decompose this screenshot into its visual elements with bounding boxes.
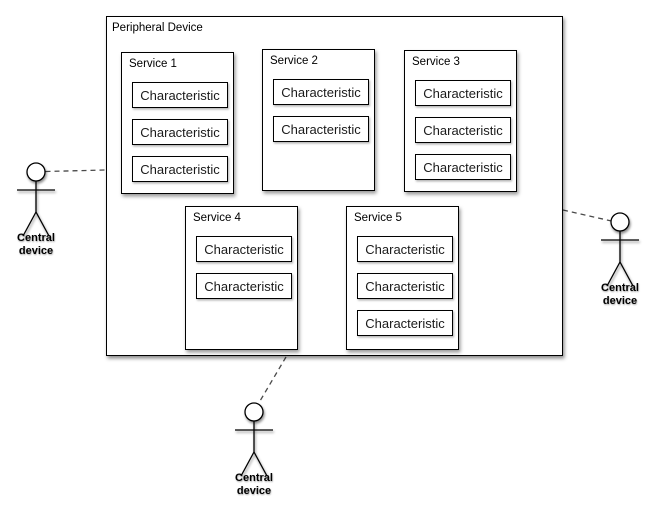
central-device-label-left: Central device xyxy=(17,232,55,257)
dashed-connection-right xyxy=(562,209,612,222)
dashed-connection-bottom xyxy=(257,356,287,404)
characteristic-label: Characteristic xyxy=(281,121,361,137)
central-device-label-right: Central device xyxy=(601,282,639,307)
peripheral-device-title: Peripheral Device xyxy=(112,22,203,34)
characteristic-box: Characteristic xyxy=(415,154,511,180)
characteristic-label: Characteristic xyxy=(365,241,445,257)
characteristic-label: Characteristic xyxy=(365,278,445,294)
central-device-label-bottom: Central device xyxy=(235,472,273,497)
characteristic-box: Characteristic xyxy=(415,80,511,106)
peripheral-device-box: Peripheral Device Service 1 Characterist… xyxy=(106,16,563,356)
characteristic-box: Characteristic xyxy=(357,273,453,299)
service-box-5: Service 5 Characteristic Characteristic … xyxy=(346,206,459,350)
service-title: Service 4 xyxy=(193,212,241,224)
characteristic-box: Characteristic xyxy=(132,119,228,145)
service-box-4: Service 4 Characteristic Characteristic xyxy=(185,206,298,350)
central-device-actor-icon-left xyxy=(17,162,55,237)
characteristic-label: Characteristic xyxy=(204,241,284,257)
characteristic-box: Characteristic xyxy=(357,236,453,262)
service-title: Service 3 xyxy=(412,56,460,68)
characteristic-label: Characteristic xyxy=(140,87,220,103)
central-device-actor-icon-bottom xyxy=(235,402,273,477)
characteristic-box: Characteristic xyxy=(132,156,228,182)
characteristic-box: Characteristic xyxy=(196,273,292,299)
characteristic-box: Characteristic xyxy=(273,116,369,142)
characteristic-box: Characteristic xyxy=(132,82,228,108)
characteristic-box: Characteristic xyxy=(196,236,292,262)
characteristic-label: Characteristic xyxy=(423,159,503,175)
characteristic-label: Characteristic xyxy=(140,161,220,177)
characteristic-box: Characteristic xyxy=(273,79,369,105)
central-device-actor-icon-right xyxy=(601,212,639,287)
characteristic-box: Characteristic xyxy=(415,117,511,143)
characteristic-label: Characteristic xyxy=(423,122,503,138)
service-box-2: Service 2 Characteristic Characteristic xyxy=(262,49,375,191)
characteristic-label: Characteristic xyxy=(140,124,220,140)
characteristic-label: Characteristic xyxy=(281,84,361,100)
service-box-3: Service 3 Characteristic Characteristic … xyxy=(404,50,517,192)
characteristic-box: Characteristic xyxy=(357,310,453,336)
service-title: Service 2 xyxy=(270,55,318,67)
service-box-1: Service 1 Characteristic Characteristic … xyxy=(121,52,234,194)
characteristic-label: Characteristic xyxy=(423,85,503,101)
dashed-connection-left xyxy=(45,169,107,173)
service-title: Service 1 xyxy=(129,58,177,70)
service-title: Service 5 xyxy=(354,212,402,224)
characteristic-label: Characteristic xyxy=(365,315,445,331)
characteristic-label: Characteristic xyxy=(204,278,284,294)
